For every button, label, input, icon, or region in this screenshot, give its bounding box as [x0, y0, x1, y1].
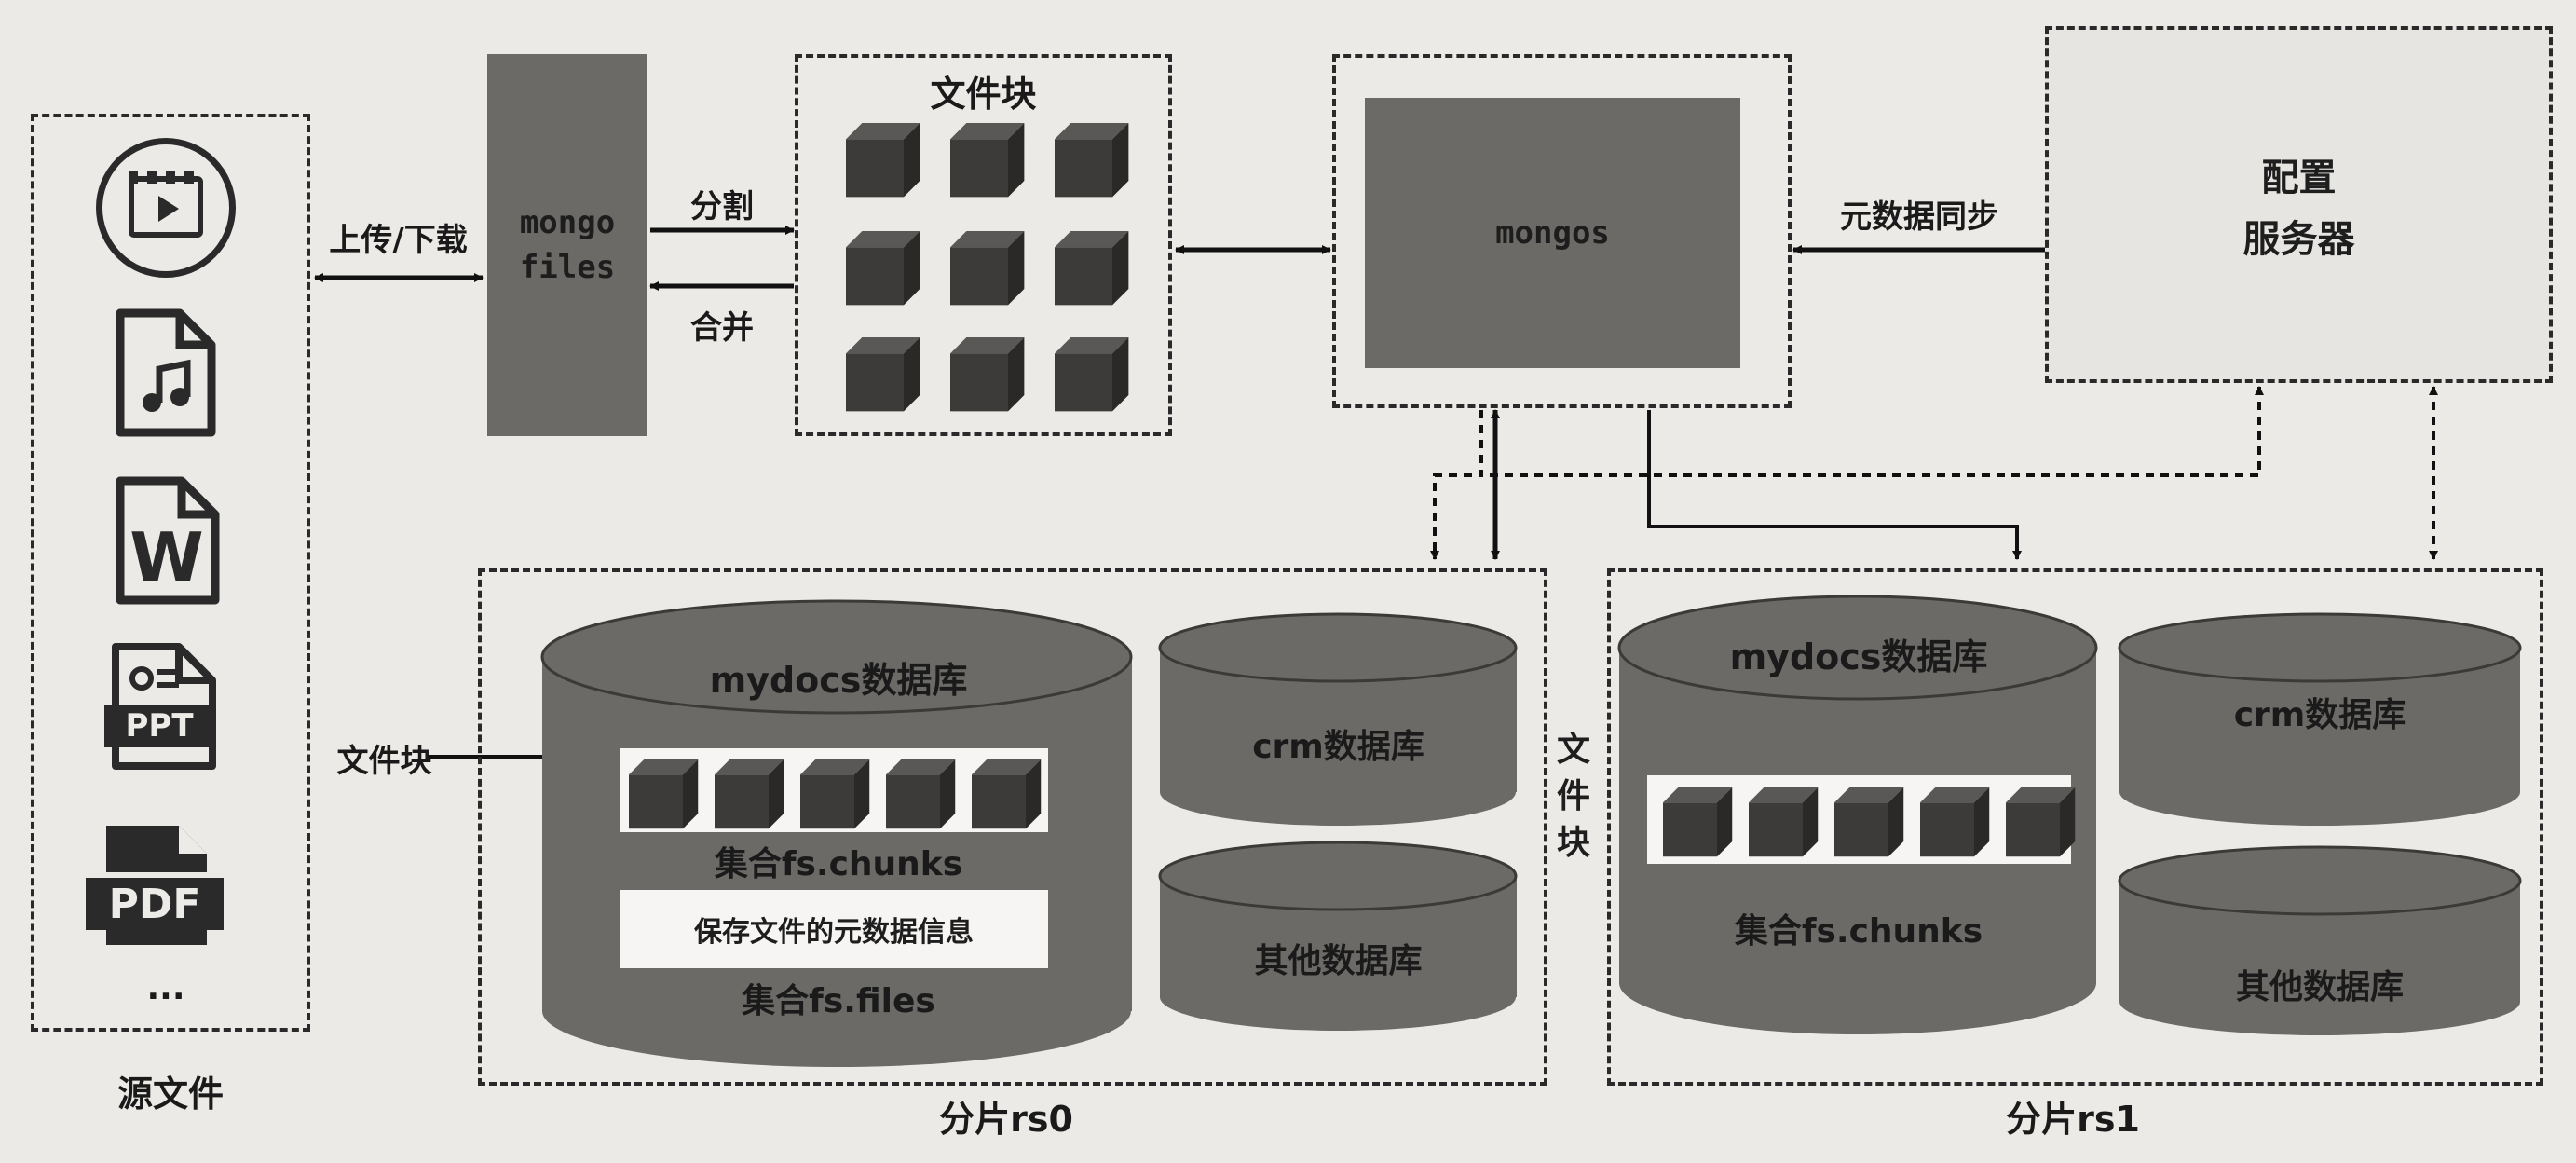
shard-rs0-box: [478, 568, 1547, 1086]
rs1-other-cylinder: [2118, 845, 2522, 1035]
mongos-dashed-box: [1332, 54, 1792, 408]
rs1-chunk-cube-0: [1663, 787, 1733, 857]
rs0-metadata-text: 保存文件的元数据信息: [694, 916, 974, 949]
pdf-icon-label: PDF: [86, 878, 224, 930]
rs0-chunk-cube-3: [886, 759, 956, 829]
rs0-chunks-collection-label: 集合fs.chunks: [714, 845, 963, 883]
rs1-chunk-cube-1: [1749, 787, 1819, 857]
rs0-files-collection-label: 集合fs.files: [742, 982, 935, 1020]
mongos-rs1-arrow: [1647, 410, 2022, 560]
shard-rs0-label: 分片rs0: [939, 1098, 1073, 1140]
pdf-file-icon: PDF: [86, 822, 225, 952]
file-chunks-box: [795, 54, 1172, 436]
word-icon-letter: W: [129, 518, 204, 596]
shard-rs1-label: 分片rs1: [2006, 1098, 2140, 1140]
config-server-box: 配置 服务器: [2045, 26, 2553, 383]
rs1-chunk-cube-3: [1920, 787, 1990, 857]
metadata-sync-label: 元数据同步: [1840, 198, 1998, 236]
shard-rs1-box: [1607, 568, 2543, 1086]
rs0-chunk-cube-1: [715, 759, 784, 829]
file-chunk-cube-1-1: [950, 231, 1025, 306]
rs0-chunk-cube-0: [629, 759, 699, 829]
rs1-mydocs-label: mydocs数据库: [1729, 636, 1988, 677]
rs1-other-label: 其他数据库: [2235, 968, 2404, 1006]
rs1-chunk-arrow-label: 文件块: [1556, 731, 1590, 862]
config-server-line1: 配置: [2261, 156, 2337, 199]
rs0-crm-label: crm数据库: [1252, 728, 1424, 766]
rs1-crm-label: crm数据库: [2233, 696, 2406, 734]
file-chunk-cube-0-0: [846, 123, 920, 198]
file-chunks-title: 文件块: [930, 73, 1037, 115]
mongos-rs0-dotted-arrow: [1430, 410, 1483, 560]
file-chunk-cube-1-2: [1055, 231, 1129, 306]
rs1-chunk-cube-4: [2006, 787, 2076, 857]
config-server-line2: 服务器: [2242, 217, 2355, 261]
video-icon: [96, 138, 236, 278]
source-files-label: 源文件: [116, 1073, 224, 1115]
mongofiles-line2: files: [519, 249, 616, 286]
mongos-block: mongos: [1365, 98, 1740, 368]
mongofiles-block: mongo files: [487, 54, 647, 436]
mongos-label: mongos: [1495, 214, 1610, 252]
rs1-chunk-cube-2: [1834, 787, 1904, 857]
file-chunk-cube-2-2: [1055, 337, 1129, 412]
file-chunk-cube-0-2: [1055, 123, 1129, 198]
merge-label: 合并: [690, 308, 754, 347]
file-chunk-cube-2-0: [846, 337, 920, 412]
rs0-chunk-cube-4: [972, 759, 1042, 829]
source-ellipsis: ...: [146, 968, 185, 1007]
file-chunk-cube-1-0: [846, 231, 920, 306]
rs0-mydocs-label: mydocs数据库: [709, 659, 968, 701]
ppt-icon-label: PPT: [104, 705, 214, 747]
word-file-icon: W: [115, 475, 222, 606]
rs1-crm-cylinder: [2118, 612, 2522, 826]
split-label: 分割: [690, 187, 754, 226]
rs0-other-label: 其他数据库: [1254, 942, 1423, 980]
upload-download-label: 上传/下载: [329, 221, 468, 259]
file-chunk-cube-2-1: [950, 337, 1025, 412]
rs0-chunk-arrow-label: 文件块: [336, 742, 432, 780]
rs0-chunk-cube-2: [800, 759, 870, 829]
rs0-crm-cylinder: [1158, 612, 1518, 826]
music-file-icon: [115, 308, 217, 438]
rs1-chunks-collection-label: 集合fs.chunks: [1734, 912, 1983, 951]
rs0-other-cylinder: [1158, 841, 1518, 1031]
source-files-panel: [31, 114, 310, 1032]
mongofiles-line1: mongo: [519, 204, 616, 241]
rs0-metadata-box: 保存文件的元数据信息: [620, 890, 1048, 968]
file-chunk-cube-0-1: [950, 123, 1025, 198]
ppt-file-icon: PPT: [104, 641, 225, 772]
